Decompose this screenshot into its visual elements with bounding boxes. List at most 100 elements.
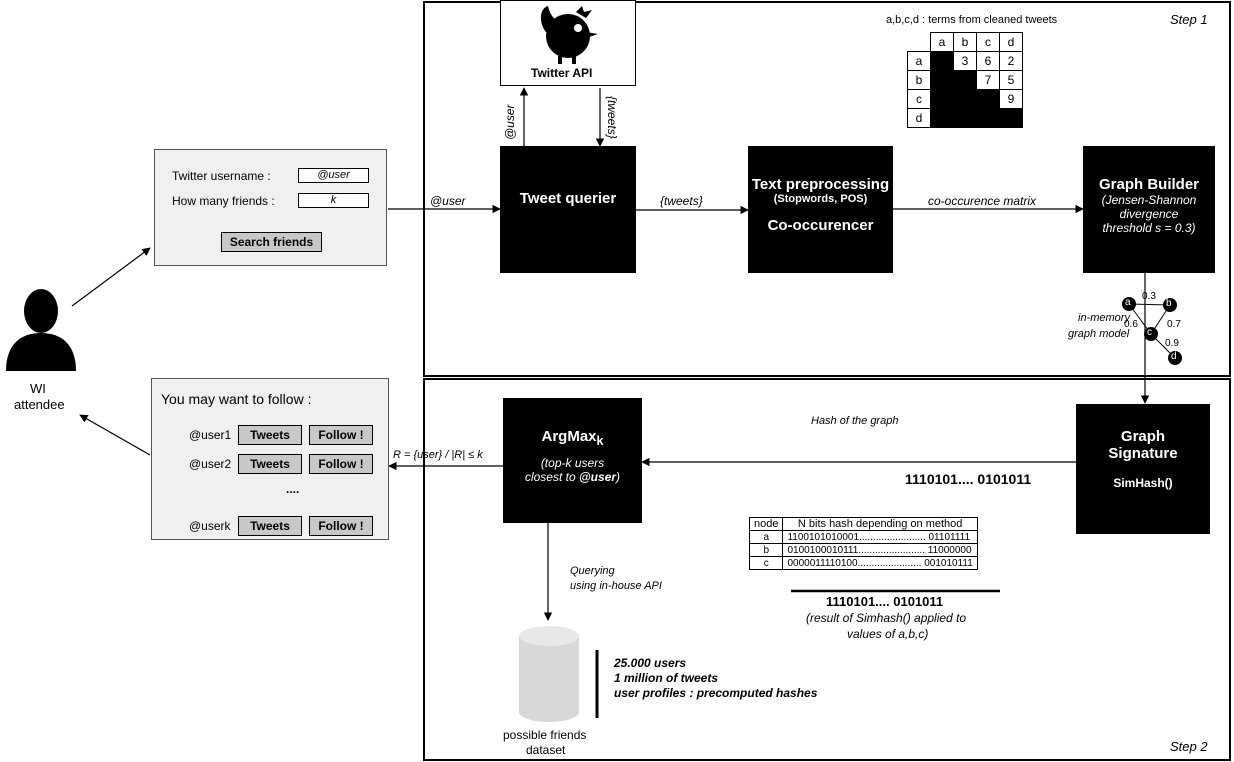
username-label: Twitter username : bbox=[172, 169, 271, 183]
twitter-bird-icon bbox=[540, 6, 598, 64]
argmax-desc-closest: closest to bbox=[524, 470, 576, 484]
weight-bc: 0.7 bbox=[1167, 319, 1181, 330]
weight-cd: 0.9 bbox=[1165, 338, 1179, 349]
friends-count-field[interactable]: k bbox=[298, 193, 369, 208]
tweet-querier-title: Tweet querier bbox=[519, 190, 617, 207]
gb-sub-3: threshold s = 0.3) bbox=[1102, 221, 1196, 235]
argmax-desc-user: @user bbox=[578, 470, 617, 484]
argmax-desc-1: (top-k users bbox=[540, 456, 605, 470]
step1-label: Step 1 bbox=[1170, 12, 1208, 27]
hash-row-c-bits: 0000011110100....................... 001… bbox=[782, 556, 978, 570]
gb-sub-2: divergence bbox=[1119, 207, 1179, 221]
result-title: You may want to follow : bbox=[161, 391, 312, 407]
tweets-button-1[interactable]: Tweets bbox=[238, 425, 302, 445]
matrix-row-d: d bbox=[907, 108, 931, 128]
hash-row-b-bits: 0100100010111........................ 11… bbox=[782, 543, 978, 557]
matrix-caption: a,b,c,d : terms from cleaned tweets bbox=[886, 14, 1058, 26]
dataset-label-1: possible friends bbox=[503, 728, 587, 742]
step1-frame bbox=[423, 1, 1231, 377]
text-pre-sub: (Stopwords, POS) bbox=[773, 193, 868, 205]
weight-ab: 0.3 bbox=[1142, 291, 1156, 302]
dataset-info-2: 1 million of tweets bbox=[614, 671, 719, 685]
matrix-col-d: d bbox=[999, 32, 1023, 52]
username-field[interactable]: @user bbox=[298, 168, 369, 183]
matrix-cell-ab: 3 bbox=[953, 51, 977, 71]
matrix-cell-cd: 9 bbox=[999, 89, 1023, 109]
result-user-2: @user2 bbox=[189, 457, 232, 471]
node-b: b bbox=[1166, 298, 1172, 309]
argmax-desc-2: closest to @user) bbox=[503, 470, 642, 484]
cooccurencer-title: Co-occurencer bbox=[767, 217, 874, 234]
graph-model bbox=[1122, 297, 1182, 365]
hash-row-b-node: b bbox=[748, 543, 784, 557]
argmax-block: ArgMaxk (top-k users closest to @user) bbox=[503, 398, 642, 523]
sig-simhash: SimHash() bbox=[1113, 476, 1173, 490]
argmax-sub: k bbox=[596, 434, 604, 448]
result-set-label: R = {user} / |R| ≤ k bbox=[393, 449, 483, 461]
sig-title-1: Graph bbox=[1120, 428, 1166, 445]
in-memory-label-1: in-memory bbox=[1078, 312, 1130, 324]
node-c: c bbox=[1147, 327, 1152, 338]
graph-builder-title: Graph Builder bbox=[1098, 176, 1199, 193]
hash-row-c-node: c bbox=[748, 556, 784, 570]
twitter-api-label: Twitter API bbox=[531, 66, 593, 80]
text-preprocessing-block: Text preprocessing (Stopwords, POS) Co-o… bbox=[748, 146, 893, 273]
result-user-1: @user1 bbox=[189, 428, 232, 442]
hash-bits-label: 1110101.... 0101011 bbox=[905, 471, 1032, 487]
dataset-label-2: dataset bbox=[526, 743, 566, 757]
attendee-line1: WI bbox=[30, 381, 46, 396]
argmax-name: ArgMax bbox=[541, 428, 597, 445]
matrix-col-b: b bbox=[953, 32, 977, 52]
in-memory-label-2: graph model bbox=[1068, 328, 1130, 340]
graph-builder-block: Graph Builder (Jensen-Shannon divergence… bbox=[1083, 146, 1215, 273]
follow-button-1[interactable]: Follow ! bbox=[309, 425, 373, 445]
matrix-cell-ac: 6 bbox=[976, 51, 1000, 71]
node-a: a bbox=[1125, 297, 1131, 308]
search-friends-button[interactable]: Search friends bbox=[221, 232, 322, 252]
tweets-button-2[interactable]: Tweets bbox=[238, 454, 302, 474]
argmax-title: ArgMaxk bbox=[503, 428, 642, 448]
follow-button-2[interactable]: Follow ! bbox=[309, 454, 373, 474]
at-user-up-label: @user bbox=[503, 104, 517, 140]
hash-row-a-bits: 1100101010001........................ 01… bbox=[782, 530, 978, 544]
friends-label: How many friends : bbox=[172, 194, 275, 208]
matrix-col-a: a bbox=[930, 32, 954, 52]
tweets-button-k[interactable]: Tweets bbox=[238, 516, 302, 536]
sig-title-2: Signature bbox=[1108, 445, 1178, 462]
hash-of-graph-label: Hash of the graph bbox=[811, 415, 899, 427]
tweet-querier-block: Tweet querier bbox=[500, 146, 636, 273]
result-ellipsis: .... bbox=[286, 482, 300, 496]
matrix-row-b: b bbox=[907, 70, 931, 90]
follow-button-k[interactable]: Follow ! bbox=[309, 516, 373, 536]
hash-result: 1110101.... 0101011 bbox=[826, 594, 944, 609]
person-icon bbox=[6, 289, 76, 371]
dataset-info-1: 25.000 users bbox=[614, 656, 687, 670]
result-user-k: @userk bbox=[189, 519, 231, 533]
argmax-desc-close: ) bbox=[616, 470, 621, 484]
node-d: d bbox=[1171, 351, 1177, 362]
matrix-row-a: a bbox=[907, 51, 931, 71]
cooc-matrix-label: co-occurence matrix bbox=[928, 194, 1037, 208]
graph-signature-block: Graph Signature SimHash() bbox=[1076, 404, 1210, 534]
gb-sub-1: (Jensen-Shannon bbox=[1101, 193, 1197, 207]
tweets-mid-label: {tweets} bbox=[660, 194, 703, 208]
matrix-cell-bc: 7 bbox=[976, 70, 1000, 90]
matrix-col-c: c bbox=[976, 32, 1000, 52]
weight-ac: 0.6 bbox=[1124, 319, 1138, 330]
matrix-cell-bd: 5 bbox=[999, 70, 1023, 90]
hash-col-bits: N bits hash depending on method bbox=[782, 517, 978, 531]
step2-label: Step 2 bbox=[1170, 739, 1208, 754]
tweets-down-label: {tweets} bbox=[605, 96, 619, 139]
matrix-cell-ad: 2 bbox=[999, 51, 1023, 71]
hash-col-node: node bbox=[748, 517, 784, 531]
hash-note-2: values of a,b,c) bbox=[847, 627, 929, 641]
hash-row-a-node: a bbox=[748, 530, 784, 544]
matrix-row-c: c bbox=[907, 89, 931, 109]
text-pre-title: Text preprocessing bbox=[751, 176, 890, 193]
querying-label-2: using in-house API bbox=[570, 580, 662, 592]
querying-label-1: Querying bbox=[570, 565, 615, 577]
database-icon bbox=[519, 626, 579, 722]
